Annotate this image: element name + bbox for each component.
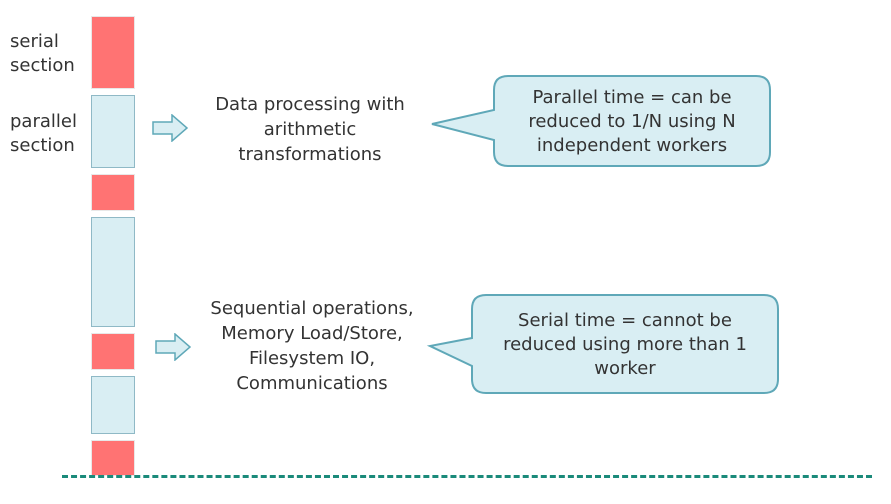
right-arrow-icon <box>155 333 191 361</box>
parallel-desc-line-2: arithmetic <box>263 119 357 140</box>
serial-desc-line-3: Filesystem IO, <box>248 348 376 369</box>
parallel-block-2 <box>91 217 135 327</box>
serial-desc-line-2: Memory Load/Store, <box>221 323 403 344</box>
parallel-callout-line-3: independent workers <box>536 135 728 156</box>
dashed-baseline <box>62 475 872 478</box>
right-arrow-icon <box>152 114 188 142</box>
serial-label-line-2: section <box>10 55 75 76</box>
parallel-callout-line-1: Parallel time = can be <box>532 87 732 108</box>
serial-section-label: serial section <box>10 30 75 78</box>
parallel-callout-line-2: reduced to 1/N using N <box>528 111 736 132</box>
serial-desc-line-4: Communications <box>236 373 388 394</box>
parallel-callout: Parallel time = can be reduced to 1/N us… <box>494 86 770 158</box>
serial-label-line-1: serial <box>10 31 59 52</box>
parallel-description: Data processing with arithmetic transfor… <box>195 92 425 167</box>
parallel-callout-shape <box>431 75 771 167</box>
serial-callout: Serial time = cannot be reduced using mo… <box>472 309 778 381</box>
serial-desc-line-1: Sequential operations, <box>210 298 414 319</box>
parallel-desc-line-3: transformations <box>238 144 382 165</box>
serial-description: Sequential operations, Memory Load/Store… <box>192 296 432 396</box>
parallel-block-3 <box>91 376 135 434</box>
serial-block-1 <box>91 16 135 89</box>
serial-block-3 <box>91 333 135 370</box>
serial-callout-line-3: worker <box>594 358 656 379</box>
serial-callout-line-1: Serial time = cannot be <box>518 310 732 331</box>
serial-callout-line-2: reduced using more than 1 <box>503 334 747 355</box>
parallel-block-1 <box>91 95 135 168</box>
parallel-section-label: parallel section <box>10 110 77 158</box>
serial-block-2 <box>91 174 135 211</box>
parallel-label-line-2: section <box>10 135 75 156</box>
parallel-desc-line-1: Data processing with <box>215 94 405 115</box>
serial-callout-shape <box>426 294 779 394</box>
parallel-label-line-1: parallel <box>10 111 77 132</box>
